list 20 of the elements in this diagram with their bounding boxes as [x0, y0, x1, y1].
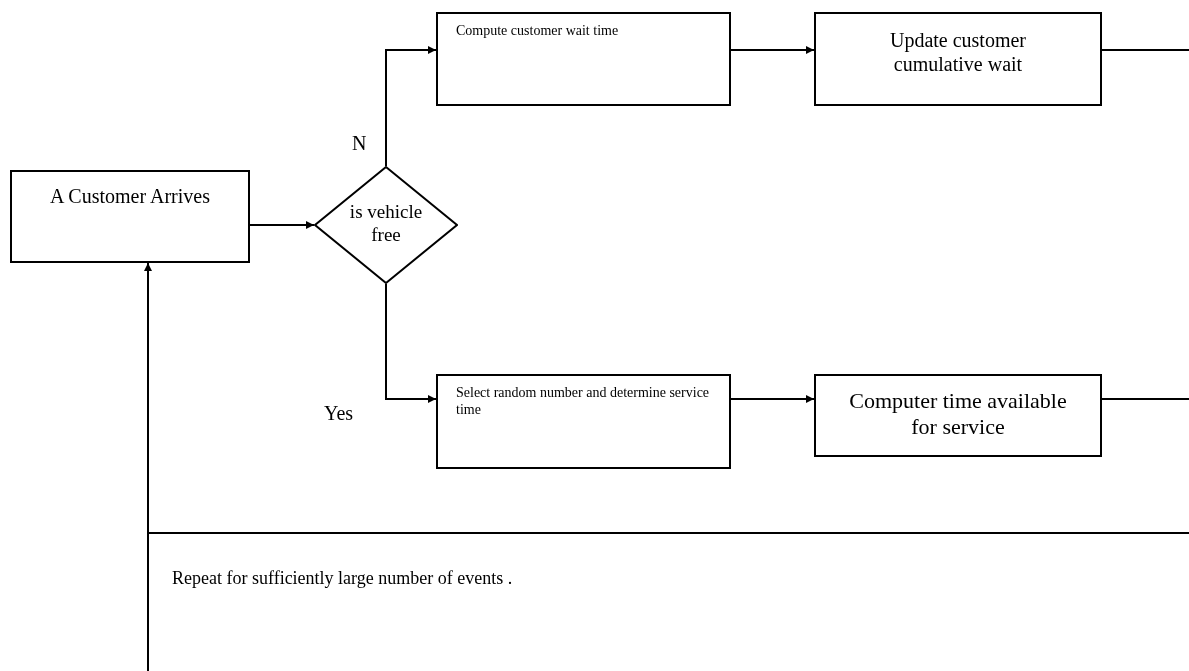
arrow: [144, 262, 152, 671]
arrow: [730, 395, 815, 403]
note-text: Repeat for sufficiently large number of events .: [172, 568, 513, 589]
box-text: Compute customer wait time: [456, 22, 620, 39]
process-box: [436, 12, 731, 106]
box-text: Select random number and determine service time: [456, 384, 711, 418]
box-text: Computer time available for service: [848, 388, 1068, 440]
decision-text: is vehicle free: [348, 200, 424, 246]
box-text: Update customer cumulative wait: [888, 28, 1028, 76]
process-box: [814, 12, 1102, 106]
arrow: [385, 46, 437, 167]
process-box: [10, 170, 250, 263]
process-box: [436, 374, 731, 469]
process-box: [814, 374, 1102, 457]
box-text: A Customer Arrives: [49, 184, 211, 208]
arrow: [385, 283, 437, 403]
arrow: [730, 46, 815, 54]
connector-line: [1101, 49, 1189, 51]
arrow: [249, 221, 315, 229]
connector-line: [1101, 398, 1189, 400]
